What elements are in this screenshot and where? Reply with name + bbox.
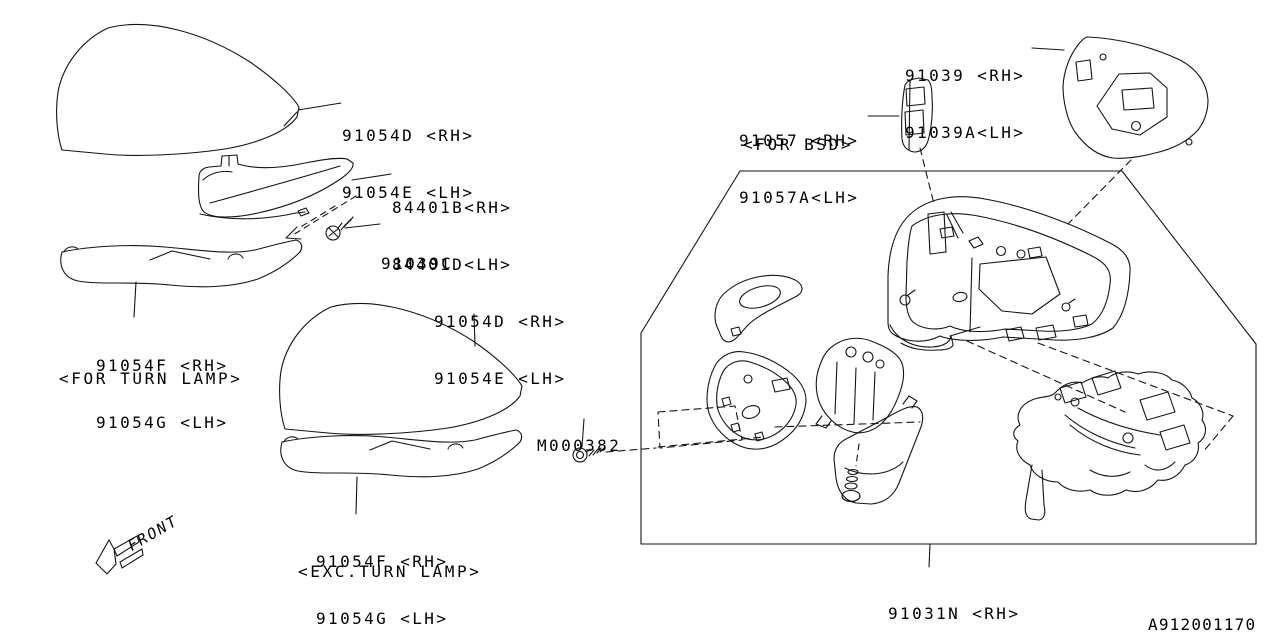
label-screw-m000382: M000382 bbox=[537, 398, 621, 474]
part-number: 91039 <RH> bbox=[905, 66, 1026, 85]
actuator-screw-drawing bbox=[841, 443, 861, 503]
label-mirror-glass: 91039 <RH> 91039A<LH> bbox=[905, 28, 1025, 161]
part-number: 91039C bbox=[381, 254, 454, 273]
label-mirror-assembly: 91031N <RH> 91031□ <LH> bbox=[888, 566, 1020, 640]
label-trim-strip-turn: 91054F <RH> 91054G <LH> bbox=[96, 318, 228, 451]
part-number: 91031N <RH> bbox=[888, 604, 1021, 623]
note-exc-turn-lamp: <EXC.TURN LAMP> bbox=[298, 562, 482, 581]
label-mirror-cap-lower: 91054D <RH> 91054E <LH> bbox=[434, 274, 566, 407]
turn-lamp-pointer-arrow bbox=[285, 195, 357, 240]
part-number: 84401B<RH> bbox=[392, 198, 513, 217]
front-arrow bbox=[95, 535, 144, 575]
label-turn-lamp-cover: 84401B<RH> 84401D<LH> bbox=[392, 160, 512, 293]
harness-drawing bbox=[1013, 370, 1207, 521]
leader-lines bbox=[133, 47, 1065, 568]
label-screw-91039c: 91039C bbox=[381, 216, 453, 292]
part-number: 91054E <LH> bbox=[434, 369, 567, 388]
trim-strip-exc-drawing bbox=[280, 429, 523, 478]
note-for-bsd: <FOR BSD> bbox=[743, 135, 854, 154]
diagram-code: A912001170 bbox=[1148, 615, 1257, 634]
note-for-turn-lamp: <FOR TURN LAMP> bbox=[59, 369, 243, 388]
part-number: 91057A<LH> bbox=[739, 188, 860, 207]
label-bsd-unit: 91057 <RH> 91057A<LH> bbox=[739, 93, 859, 226]
part-number: 91054E <LH> bbox=[342, 183, 475, 202]
part-number: M000382 bbox=[537, 436, 622, 455]
part-number: 91054D <RH> bbox=[342, 126, 475, 145]
gasket-drawing bbox=[714, 274, 803, 343]
part-number: 84401D<LH> bbox=[392, 255, 513, 274]
screw-91039c-drawing bbox=[325, 216, 354, 241]
mirror-cap-upper-drawing bbox=[56, 23, 300, 156]
part-number: 91057 <RH> bbox=[739, 131, 860, 150]
actuator-drawing bbox=[815, 337, 905, 434]
part-number: 91039A<LH> bbox=[905, 123, 1026, 142]
turn-lamp-drawing bbox=[197, 154, 354, 220]
mirror-housing-drawing bbox=[887, 196, 1131, 351]
mirror-glass-drawing bbox=[1062, 36, 1209, 159]
label-mirror-cap-upper: 91054D <RH> 91054E <LH> bbox=[342, 88, 474, 221]
base-pad-drawing bbox=[706, 351, 807, 450]
label-trim-strip-exc: 91054F <RH> 91054G <LH> bbox=[316, 514, 448, 640]
screw-m000382-drawing bbox=[572, 447, 605, 463]
part-number: 91054G <LH> bbox=[316, 609, 449, 628]
trim-strip-turn-drawing bbox=[60, 239, 303, 288]
dashed-lines bbox=[605, 147, 1234, 453]
part-number: 91054F <RH> bbox=[316, 552, 449, 571]
part-number: 91054F <RH> bbox=[96, 356, 229, 375]
part-number: 91054G <LH> bbox=[96, 413, 229, 432]
lower-cover-drawing bbox=[833, 395, 924, 505]
assembly-panel bbox=[640, 170, 1257, 545]
bsd-bracket-drawing bbox=[901, 77, 933, 153]
part-number: 91054D <RH> bbox=[434, 312, 567, 331]
